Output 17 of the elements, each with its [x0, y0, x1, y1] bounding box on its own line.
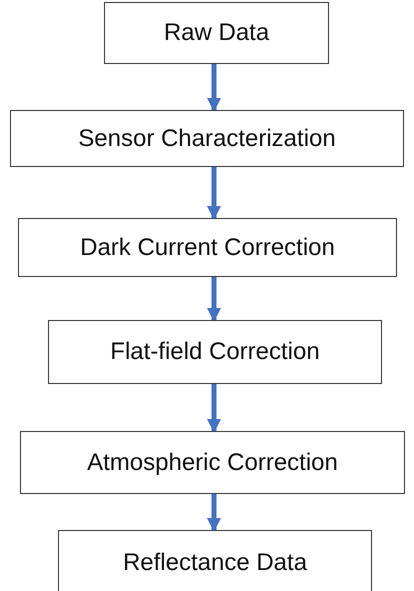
arrow	[207, 494, 221, 532]
arrow	[207, 277, 221, 322]
box-label: Dark Current Correction	[80, 234, 335, 262]
box-label: Reflectance Data	[122, 549, 308, 577]
process-box	[20, 431, 405, 494]
arrow	[207, 167, 221, 220]
box-label: Atmospheric Correction	[87, 448, 338, 476]
box-label: Flat-field Correction	[110, 338, 320, 366]
process-box	[48, 320, 382, 384]
box-label: Raw Data	[164, 19, 270, 47]
arrow	[207, 384, 221, 433]
process-box	[104, 2, 329, 64]
process-box	[10, 110, 404, 167]
process-box	[58, 530, 372, 591]
process-box	[18, 218, 397, 277]
box-label: Sensor Characterization	[78, 124, 336, 152]
arrow	[207, 64, 221, 112]
